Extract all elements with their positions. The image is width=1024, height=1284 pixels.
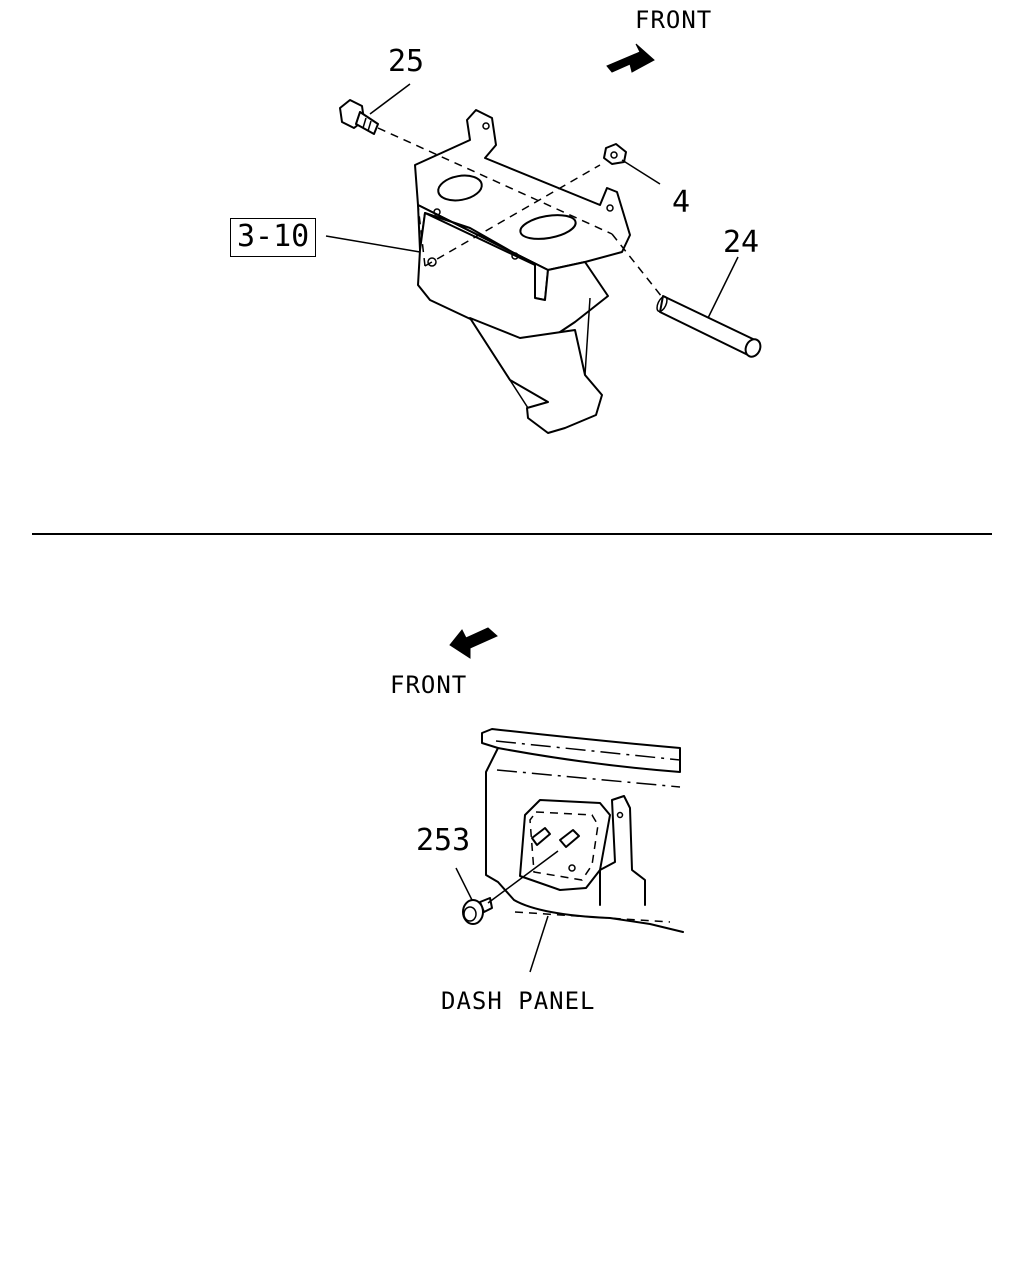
callout-nut: 4 — [672, 185, 691, 220]
callout-fastener: 253 — [416, 823, 471, 858]
dash-panel-body — [485, 747, 684, 933]
front-arrow-icon-2 — [449, 627, 498, 659]
panel-rib — [599, 795, 646, 906]
stud-icon — [531, 827, 580, 848]
mounting-plate — [519, 799, 611, 891]
bolt-icon — [339, 99, 379, 135]
dash-panel-label: DASH PANEL — [441, 987, 596, 1015]
bracket-lower-skirt — [417, 212, 609, 341]
callout-spacer: 24 — [723, 225, 760, 260]
front-arrow-icon — [606, 43, 655, 73]
bracket-leg — [469, 317, 603, 434]
fastener-icon — [462, 897, 493, 925]
bracket-hole-right — [519, 214, 577, 240]
top-view-drawing — [325, 43, 762, 434]
callout-bracket-ref: 3-10 — [230, 218, 317, 257]
front-label-top: FRONT — [635, 6, 713, 34]
callout-bolt: 25 — [388, 44, 425, 79]
bottom-view-drawing — [449, 627, 684, 973]
bracket-hole-left — [437, 174, 483, 202]
spacer-pipe-icon — [656, 295, 762, 358]
front-label-bottom: FRONT — [390, 671, 468, 699]
